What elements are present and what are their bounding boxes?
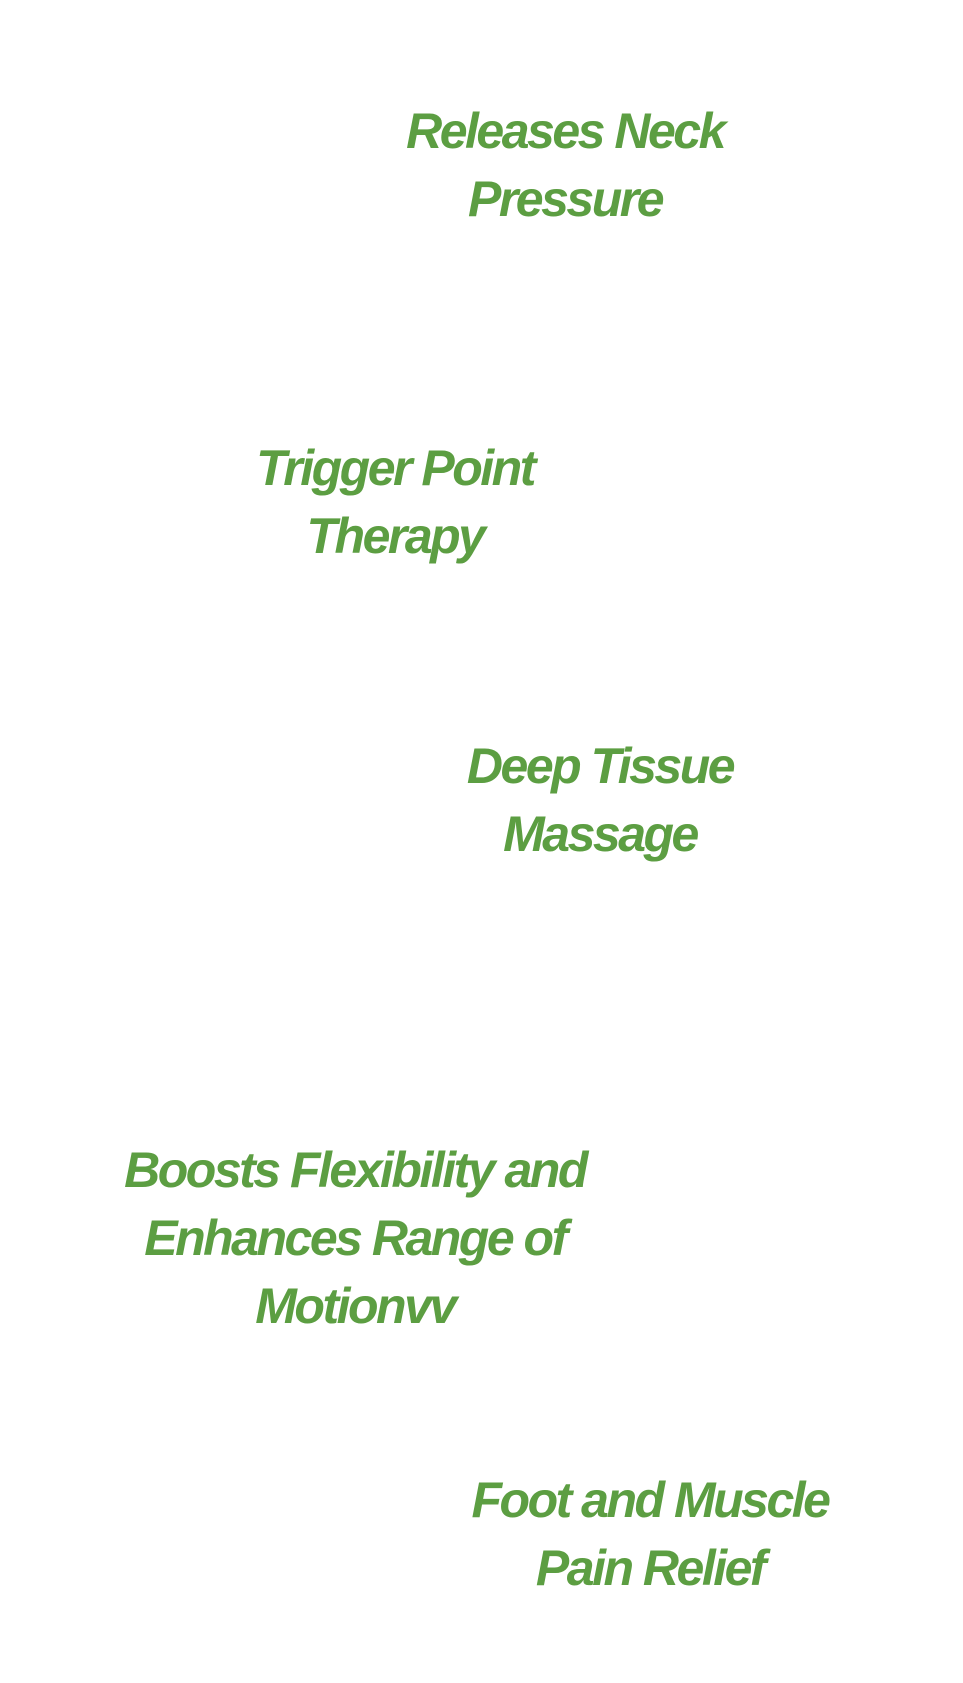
feature-line: Pain Relief (535, 1540, 767, 1596)
feature-line: Massage (503, 806, 699, 862)
feature-label-flexibility: Boosts Flexibility and Enhances Range of… (95, 1136, 615, 1340)
feature-line: Therapy (306, 508, 486, 564)
feature-line: Pressure (467, 171, 665, 227)
feature-line: Enhances Range of (144, 1210, 568, 1266)
feature-label-deep-tissue: Deep Tissue Massage (430, 732, 770, 868)
feature-line: Deep Tissue (466, 738, 736, 794)
feature-line: Motionvv (255, 1278, 457, 1334)
feature-line: Boosts Flexibility and (124, 1142, 588, 1198)
feature-label-neck-pressure: Releases Neck Pressure (380, 97, 750, 233)
feature-line: Foot and Muscle (471, 1472, 831, 1528)
feature-line: Releases Neck (406, 103, 726, 159)
feature-label-trigger-point: Trigger Point Therapy (200, 434, 590, 570)
feature-label-foot-muscle: Foot and Muscle Pain Relief (430, 1466, 870, 1602)
feature-line: Trigger Point (256, 440, 536, 496)
